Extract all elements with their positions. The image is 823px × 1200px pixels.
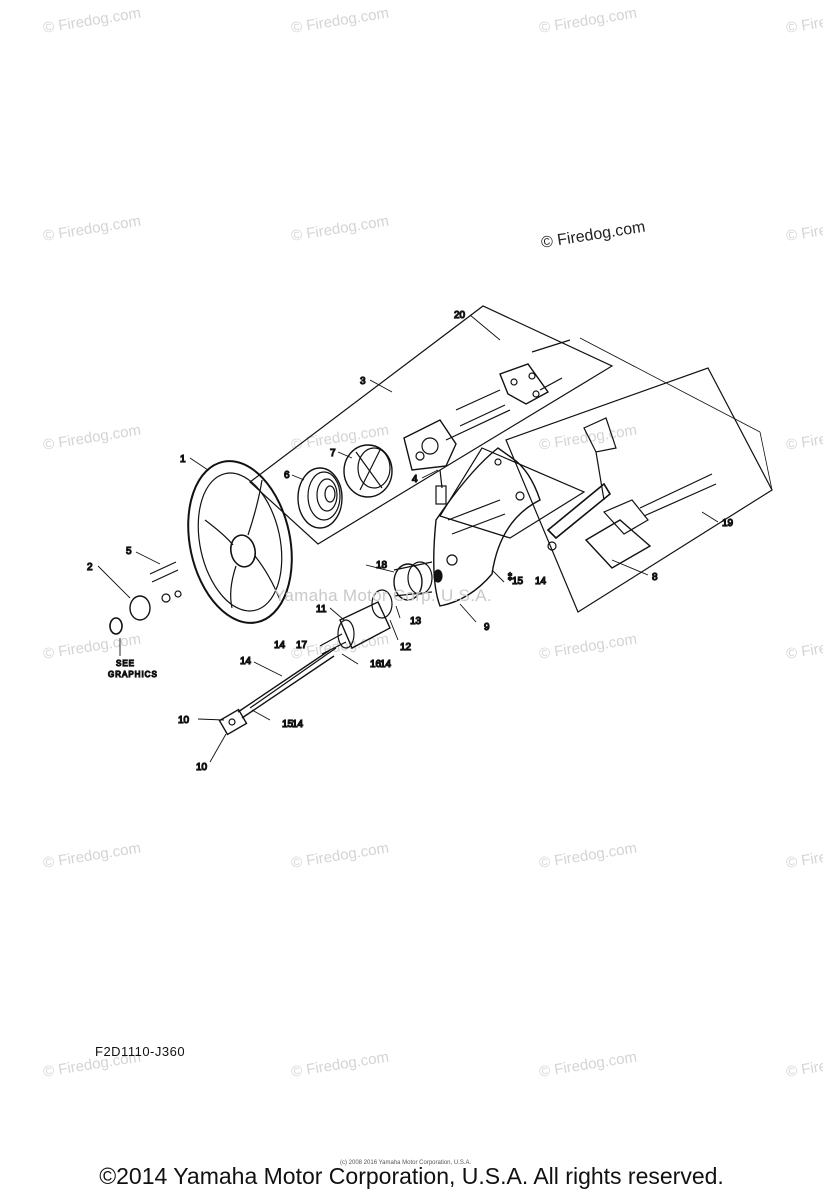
column-cover (433, 447, 541, 607)
callout-10: 10 (178, 715, 190, 726)
hub-pad (297, 467, 343, 529)
callout-1: 1 (180, 454, 186, 465)
steering-shaft (237, 647, 337, 719)
group-box-9 (439, 447, 586, 539)
callout-14: 14 (274, 640, 286, 651)
footer-copyright: ©2014 Yamaha Motor Corporation, U.S.A. A… (99, 1163, 724, 1189)
callout-10: 10 (196, 762, 208, 773)
tiny-copyright: (c) 2008 2016 Yamaha Motor Corporation, … (340, 1160, 472, 1166)
steering-wheel (187, 460, 293, 624)
brace-mark: ⁑ (508, 572, 512, 582)
column-mechanism (403, 389, 511, 505)
see-graphics-line2: GRAPHICS (108, 670, 158, 679)
callout-20: 20 (454, 310, 466, 321)
callout-2: 2 (87, 562, 93, 573)
callout-5: 5 (126, 546, 132, 557)
callout-18: 18 (376, 560, 388, 571)
hub (343, 444, 393, 498)
mount-plate (499, 339, 571, 405)
group-box-3 (249, 305, 614, 545)
callout-9: 9 (484, 622, 490, 633)
callout-17: 17 (296, 640, 308, 651)
callout-13: 13 (410, 616, 422, 627)
callout-14: 14 (380, 659, 392, 670)
column-boot (371, 561, 443, 619)
callout-14: 14 (292, 719, 304, 730)
hub-nut (109, 561, 182, 635)
steering-column (319, 601, 391, 655)
see-graphics-line1: SEE (116, 659, 135, 668)
callout-8: 8 (652, 572, 658, 583)
overlay-watermark: Yamaha Motor Corp. U.S.A. (274, 586, 492, 605)
callout-19: 19 (722, 518, 734, 529)
callout-6: 6 (284, 470, 290, 481)
callout-15: 15 (282, 719, 294, 730)
callout-3: 3 (360, 376, 366, 387)
tilt-bracket (546, 417, 717, 569)
callout-4: 4 (412, 474, 418, 485)
callout-12: 12 (400, 642, 412, 653)
universal-joint (218, 708, 248, 736)
leader-lines (97, 314, 719, 763)
callout-16: 16 (370, 659, 382, 670)
callout-11: 11 (316, 604, 327, 615)
callout-7: 7 (330, 448, 336, 459)
diagram-code: F2D1110-J360 (95, 1044, 186, 1059)
callout-14: 14 (535, 576, 547, 587)
callout-14: 14 (240, 656, 252, 667)
callout-15: 15 (512, 576, 524, 587)
